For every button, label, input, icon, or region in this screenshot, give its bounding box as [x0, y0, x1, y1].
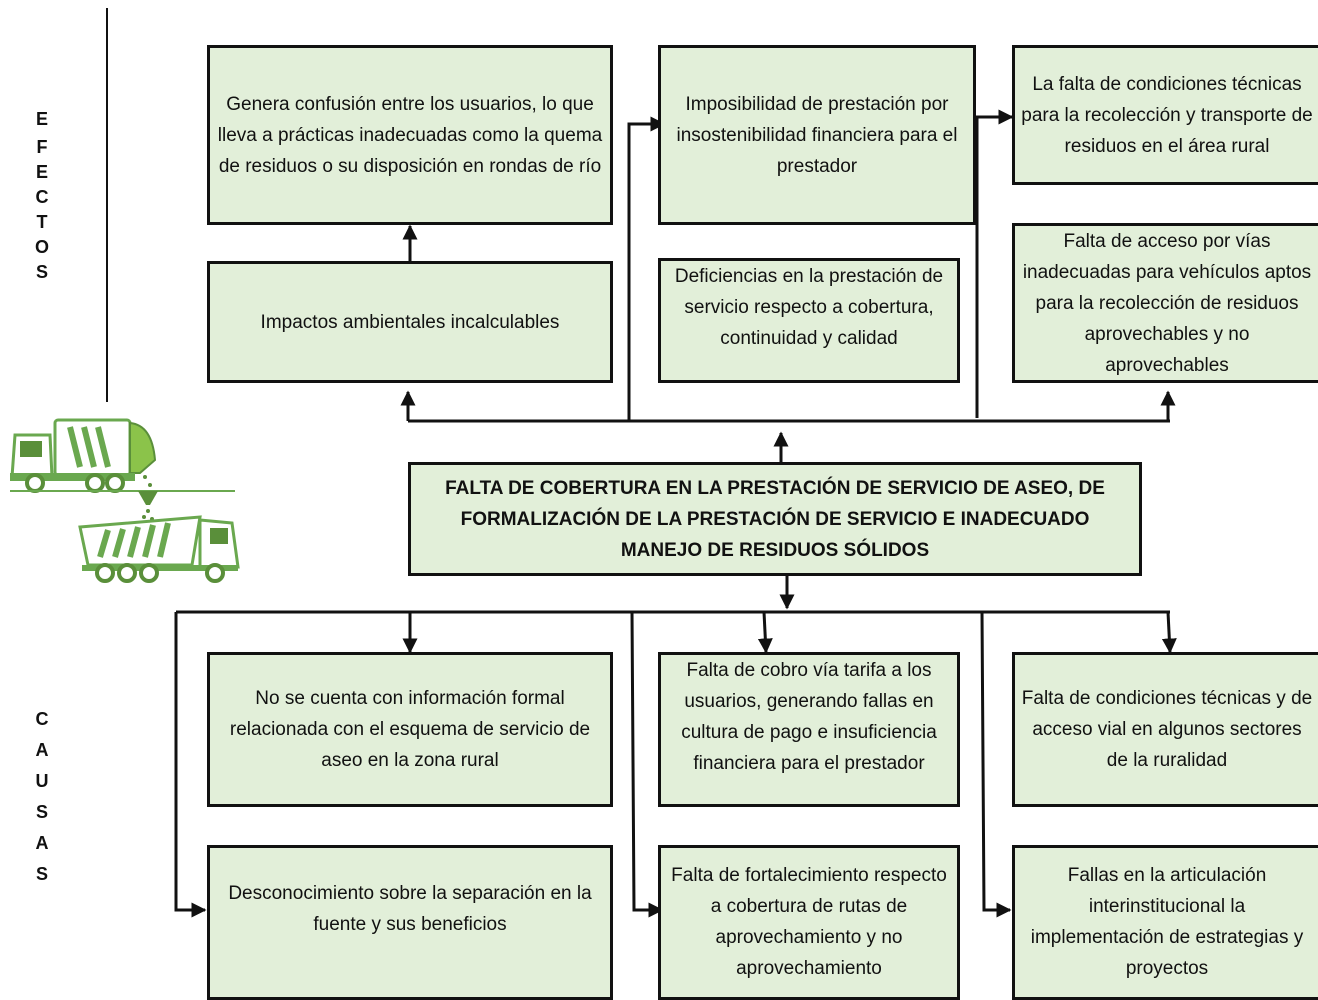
trucks-illustration — [10, 418, 240, 583]
cause-box-routes: Falta de fortalecimiento respecto a cobe… — [658, 845, 960, 1000]
effects-letter: E — [35, 109, 48, 129]
effects-letter: F — [36, 137, 48, 157]
effects-letter: O — [34, 237, 49, 257]
effect-box-confusion: Genera confusión entre los usuarios, lo … — [207, 45, 613, 225]
cause-text: Falta de condiciones técnicas y de acces… — [1021, 688, 1313, 771]
effects-letter: S — [35, 262, 48, 282]
effects-letter: T — [36, 212, 48, 232]
effect-text: La falta de condiciones técnicas para la… — [1021, 73, 1313, 157]
dump-truck-icon — [78, 491, 240, 583]
cause-box-road-access: Falta de condiciones técnicas y de acces… — [1012, 652, 1318, 807]
causes-side-label: C A U S A S — [32, 704, 52, 890]
central-problem-text: FALTA DE COBERTURA EN LA PRESTACIÓN DE S… — [445, 477, 1105, 561]
cause-box-separation: Desconocimiento sobre la separación en l… — [207, 845, 613, 1000]
cause-box-information: No se cuenta con información formal rela… — [207, 652, 613, 807]
effects-side-label: E F E C T O S — [32, 104, 52, 285]
central-problem-box: FALTA DE COBERTURA EN LA PRESTACIÓN DE S… — [408, 462, 1142, 576]
effect-text: Impactos ambientales incalculables — [260, 311, 560, 333]
effect-box-technical: La falta de condiciones técnicas para la… — [1012, 45, 1318, 185]
cause-text: Fallas en la articulación interinstituci… — [1030, 865, 1304, 979]
effect-text: Falta de acceso por vías inadecuadas par… — [1022, 231, 1312, 376]
cause-text: Desconocimiento sobre la separación en l… — [228, 882, 592, 935]
cause-box-tariff: Falta de cobro vía tarifa a los usuarios… — [658, 652, 960, 807]
effect-box-environment: Impactos ambientales incalculables — [207, 261, 613, 383]
causes-letter: S — [35, 802, 48, 822]
causes-letter: A — [35, 740, 49, 760]
effect-box-access: Falta de acceso por vías inadecuadas par… — [1012, 223, 1318, 383]
effect-text: Imposibilidad de prestación por insosten… — [676, 93, 958, 177]
causes-letter: C — [35, 709, 49, 729]
garbage-truck-icon — [10, 418, 235, 493]
causes-letter: U — [35, 771, 49, 791]
effects-letter: C — [35, 187, 49, 207]
cause-box-articulation: Fallas en la articulación interinstituci… — [1012, 845, 1318, 1000]
cause-text: No se cuenta con información formal rela… — [229, 688, 591, 771]
causes-letter: A — [35, 833, 49, 853]
cause-text: Falta de fortalecimiento respecto a cobe… — [671, 865, 947, 979]
causes-letter: S — [35, 864, 48, 884]
effect-box-financial: Imposibilidad de prestación por insosten… — [658, 45, 976, 225]
effects-letter: E — [35, 162, 48, 182]
effect-text: Genera confusión entre los usuarios, lo … — [217, 93, 603, 177]
effect-text: Deficiencias en la prestación de servici… — [674, 266, 944, 349]
effect-box-deficiencies: Deficiencias en la prestación de servici… — [658, 258, 960, 383]
cause-text: Falta de cobro vía tarifa a los usuarios… — [681, 660, 937, 774]
